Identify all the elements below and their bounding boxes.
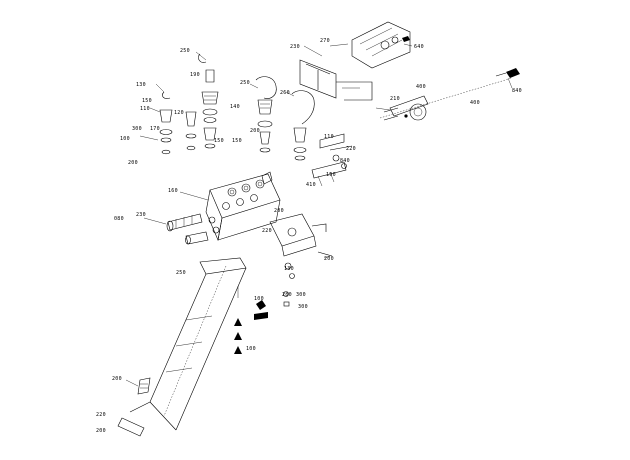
rod-assembly — [379, 68, 520, 121]
callout-label: 110 — [140, 106, 150, 112]
fittings-group-left — [159, 53, 219, 155]
callout-label: 150 — [232, 138, 242, 144]
callout-label: 170 — [150, 126, 160, 132]
small-parts-cluster — [311, 133, 353, 187]
callout-label: 200 — [324, 256, 334, 262]
callout-label: 250 — [176, 270, 186, 276]
callout-label: 210 — [390, 96, 400, 102]
callout-labels: 250 230 270 640 250 260 130 400 840 190 … — [96, 38, 522, 434]
callout-label: 160 — [168, 188, 178, 194]
callout-label: 200 — [96, 428, 106, 434]
callout-label: 120 — [174, 110, 184, 116]
leader-lines — [125, 43, 513, 387]
callout-label: 230 — [136, 212, 146, 218]
callout-label: 190 — [326, 172, 336, 178]
valve-block — [166, 171, 281, 245]
callout-label: 400 — [416, 84, 426, 90]
callout-label: 100 — [120, 136, 130, 142]
callout-label: 100 — [246, 346, 256, 352]
callout-label: 110 — [324, 134, 334, 140]
callout-label: 640 — [414, 44, 424, 50]
callout-label: 250 — [180, 48, 190, 54]
callout-label: 200 — [128, 160, 138, 166]
callout-label: 300 — [298, 304, 308, 310]
callout-label: 270 — [320, 38, 330, 44]
callout-label: 300 — [296, 292, 306, 298]
callout-label: 220 — [262, 228, 272, 234]
callout-label: 190 — [190, 72, 200, 78]
callout-label: 280 — [282, 292, 292, 298]
screws-column — [234, 286, 290, 354]
callout-label: 260 — [280, 90, 290, 96]
callout-label: 130 — [136, 82, 146, 88]
bracket-assembly — [299, 21, 411, 101]
callout-label: 410 — [306, 182, 316, 188]
callout-label: 200 — [250, 128, 260, 134]
callout-label: 150 — [214, 138, 224, 144]
callout-label: 150 — [142, 98, 152, 104]
lever-arm — [117, 257, 247, 437]
callout-label: 300 — [132, 126, 142, 132]
callout-label: 400 — [470, 100, 480, 106]
fittings-group-middle — [255, 76, 315, 161]
callout-label: 230 — [290, 44, 300, 50]
callout-label: 200 — [112, 376, 122, 382]
callout-label: 220 — [346, 146, 356, 152]
callout-label: 200 — [274, 208, 284, 214]
callout-label: 840 — [340, 158, 350, 164]
callout-label: 220 — [96, 412, 106, 418]
callout-label: 080 — [114, 216, 124, 222]
callout-label: 130 — [284, 266, 294, 272]
callout-label: 100 — [254, 296, 264, 302]
lever-base — [269, 213, 333, 279]
callout-label: 840 — [512, 88, 522, 94]
callout-label: 250 — [240, 80, 250, 86]
callout-label: 140 — [230, 104, 240, 110]
